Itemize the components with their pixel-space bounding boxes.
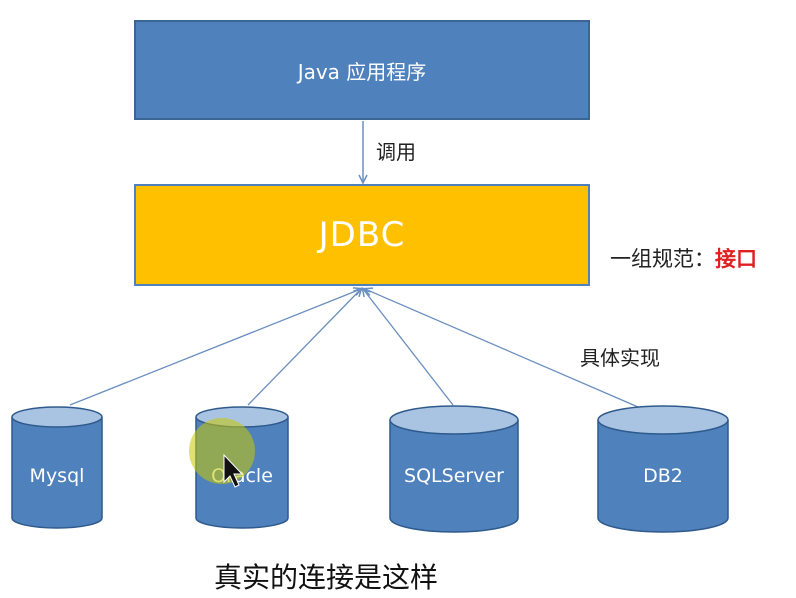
spec-label: 一组规范：接口 xyxy=(610,243,757,273)
impl-arrow-db2 xyxy=(365,289,646,411)
implementation-label: 具体实现 xyxy=(580,346,660,370)
impl-arrow-mysql xyxy=(69,289,361,406)
spec-label-prefix: 一组规范： xyxy=(610,247,715,271)
cursor-highlight xyxy=(189,418,255,484)
spec-label-accent: 接口 xyxy=(715,247,757,271)
db-label-sqlserver: SQLServer xyxy=(404,465,504,487)
db-cylinder-sqlserver: SQLServer xyxy=(389,405,519,533)
db-label-db2: DB2 xyxy=(643,465,683,487)
call-label: 调用 xyxy=(376,140,416,164)
java-application-label: Java 应用程序 xyxy=(297,59,427,84)
java-application-box: Java 应用程序 xyxy=(134,20,590,120)
impl-arrow-sqlserver xyxy=(363,289,454,406)
impl-arrow-oracle xyxy=(247,289,361,406)
jdbc-box: JDBC xyxy=(134,184,590,286)
mouse-pointer-icon xyxy=(223,453,244,488)
db-cylinder-db2: DB2 xyxy=(597,405,729,533)
jdbc-label: JDBC xyxy=(318,215,406,255)
caption: 真实的连接是这样 xyxy=(214,561,439,594)
db-label-mysql: Mysql xyxy=(30,465,85,487)
db-cylinder-mysql: Mysql xyxy=(11,406,103,529)
